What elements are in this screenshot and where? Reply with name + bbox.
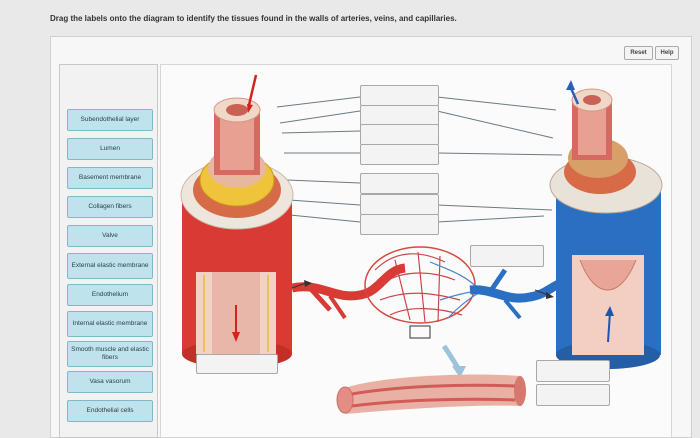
drop-target-9[interactable] (196, 354, 278, 374)
drop-target-2[interactable] (360, 105, 439, 126)
label-endothelial-cells[interactable]: Endothelial cells (67, 400, 153, 422)
leader-lines (276, 96, 563, 223)
label-external-elastic-membrane[interactable]: External elastic membrane (67, 253, 153, 279)
drop-target-10[interactable] (536, 360, 610, 382)
label-valve[interactable]: Valve (67, 225, 153, 247)
drop-target-4[interactable] (360, 144, 439, 165)
label-endothelium[interactable]: Endothelium (67, 284, 153, 306)
label-subendothelial-layer[interactable]: Subendothelial layer (67, 109, 153, 131)
label-vasa-vasorum[interactable]: Vasa vasorum (67, 371, 153, 393)
label-collagen-fibers[interactable]: Collagen fibers (67, 196, 153, 218)
label-smooth-muscle-elastic-fibers[interactable]: Smooth muscle and elastic fibers (67, 341, 153, 367)
label-internal-elastic-membrane[interactable]: Internal elastic membrane (67, 311, 153, 337)
capillary-closeup-illustration (336, 374, 526, 414)
drop-target-5[interactable] (360, 173, 439, 194)
artery-illustration (180, 74, 294, 368)
drop-target-8[interactable] (470, 245, 544, 267)
help-button[interactable]: Help (655, 46, 679, 60)
reset-button[interactable]: Reset (624, 46, 653, 60)
label-lumen[interactable]: Lumen (67, 138, 153, 160)
drop-target-11[interactable] (536, 384, 610, 406)
instruction-text: Drag the labels onto the diagram to iden… (50, 14, 457, 23)
vein-illustration (549, 80, 663, 369)
drop-target-3[interactable] (360, 124, 439, 145)
label-basement-membrane[interactable]: Basement membrane (67, 167, 153, 189)
drop-target-1[interactable] (360, 85, 439, 106)
capillary-bed-illustration (291, 246, 573, 378)
drop-target-6[interactable] (360, 194, 439, 215)
drop-target-7[interactable] (360, 214, 439, 235)
